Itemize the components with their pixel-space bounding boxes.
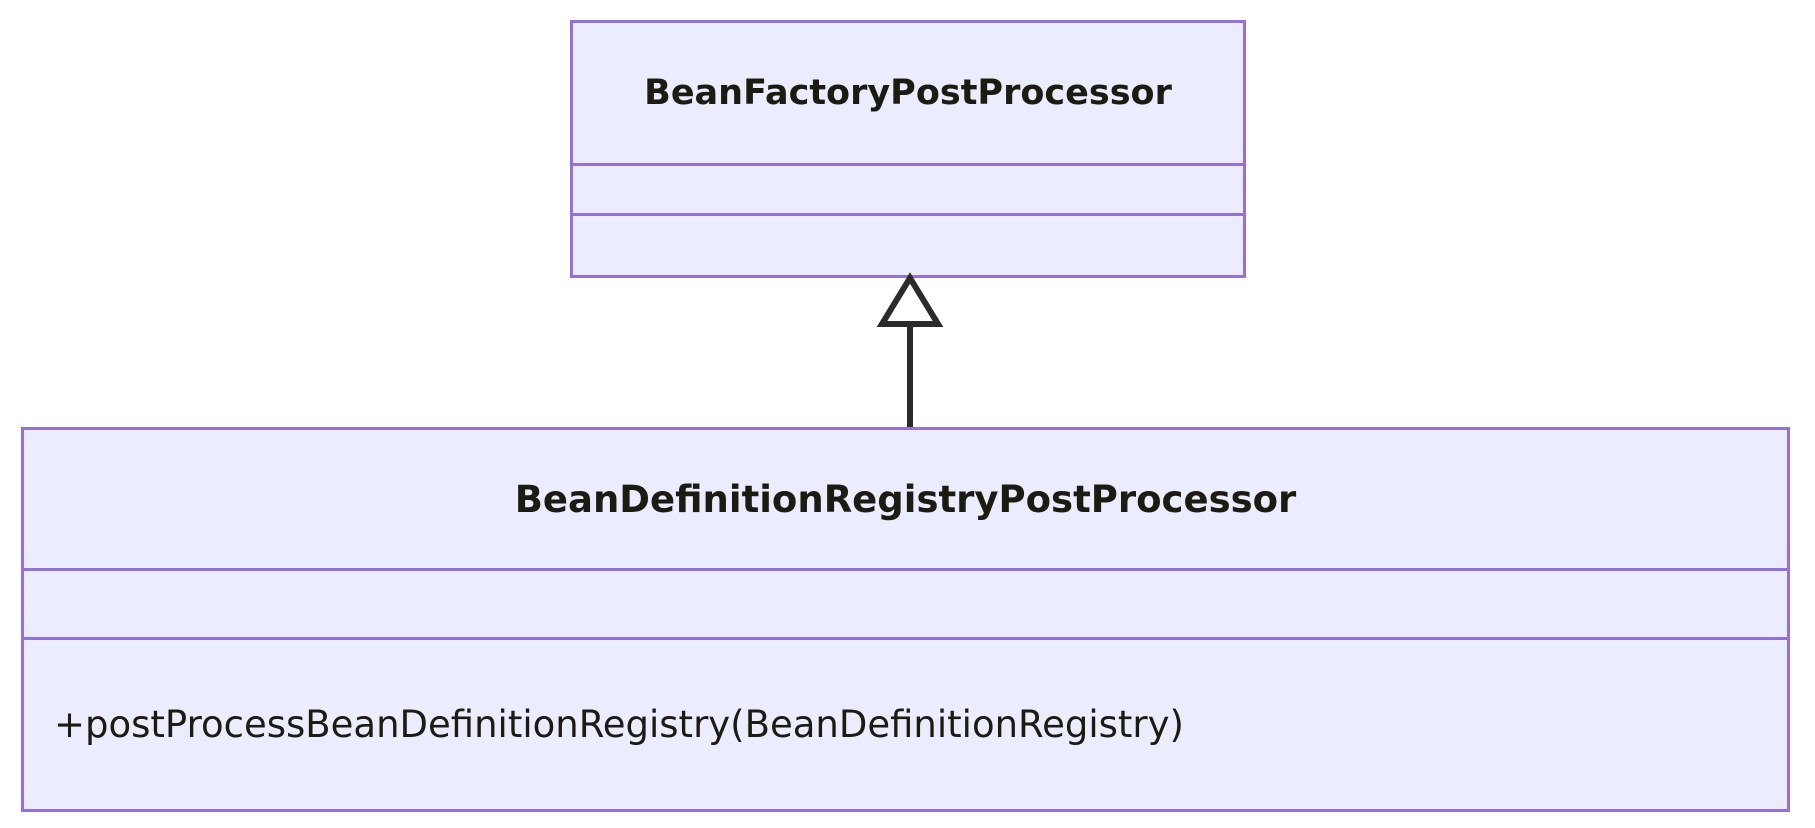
class-name-compartment: BeanFactoryPostProcessor — [573, 23, 1243, 163]
class-attributes-compartment — [573, 163, 1243, 213]
uml-class-bean-definition-registry-post-processor[interactable]: BeanDefinitionRegistryPostProcessor +pos… — [21, 427, 1790, 812]
uml-class-bean-factory-post-processor[interactable]: BeanFactoryPostProcessor — [570, 20, 1246, 278]
class-operations-compartment — [573, 213, 1243, 272]
class-title: BeanFactoryPostProcessor — [644, 73, 1172, 113]
class-operations-compartment: +postProcessBeanDefinitionRegistry(BeanD… — [24, 637, 1787, 809]
hollow-triangle-arrowhead — [876, 272, 944, 327]
class-title: BeanDefinitionRegistryPostProcessor — [514, 477, 1297, 521]
class-operation: +postProcessBeanDefinitionRegistry(BeanD… — [54, 703, 1184, 746]
class-name-compartment: BeanDefinitionRegistryPostProcessor — [24, 430, 1787, 568]
class-attributes-compartment — [24, 568, 1787, 637]
